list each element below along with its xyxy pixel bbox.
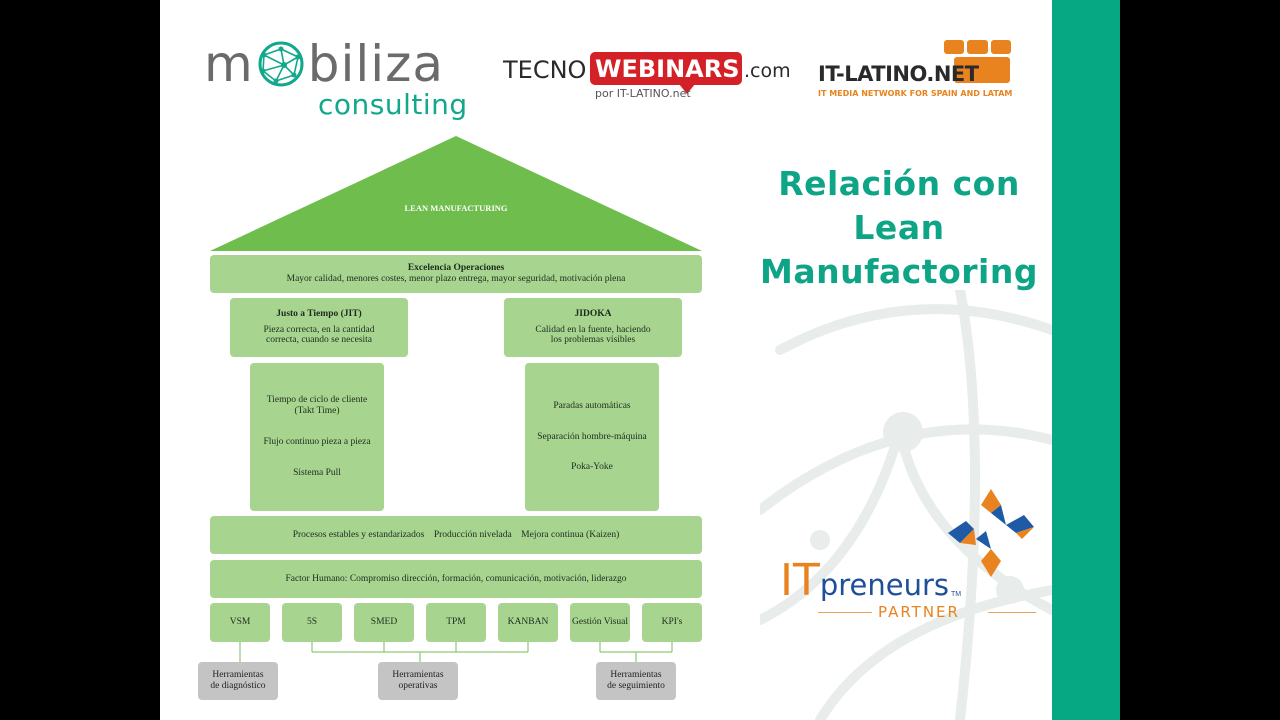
jidoka-line-2: los problemas visibles [550, 335, 636, 346]
webinars-text: WEBINARS [595, 55, 740, 83]
tool-group-diagnostic-line-1: Herramientas [212, 670, 264, 681]
tecno-text: TECNO [503, 56, 587, 84]
slide: m biliza consulting TECNO WEBINARS [160, 0, 1120, 720]
title-line-2: Lean [853, 208, 945, 247]
brand-green-sidebar [1052, 0, 1120, 720]
slide-title: Relación con Lean Manufactoring [758, 162, 1040, 294]
globe-icon [254, 40, 308, 87]
tool-kanban: KANBAN [498, 603, 558, 642]
jit-title: Justo a Tiempo (JIT) [276, 308, 362, 319]
title-line-3: Manufactoring [760, 252, 1038, 291]
jidoka-pillar: Paradas automáticas Separación hombre-má… [525, 363, 659, 511]
jidoka-box: JIDOKA Calidad en la fuente, haciendo lo… [504, 298, 682, 357]
man-machine-separation: Separación hombre-máquina [537, 431, 647, 442]
itlatino-name: IT-LATINO.NET [818, 62, 979, 86]
tool-group-operational: Herramientas operativas [378, 662, 458, 700]
excellence-title: Excelencia Operaciones [407, 263, 505, 274]
tool-group-diagnostic: Herramientas de diagnóstico [198, 662, 278, 700]
itlatino-tagline: IT MEDIA NETWORK FOR SPAIN AND LATAM [818, 89, 1013, 98]
lean-house-roof [210, 136, 702, 251]
foundation-human-factor: Factor Humano: Compromiso dirección, for… [210, 560, 702, 598]
tool-group-monitoring: Herramientas de seguimiento [596, 662, 676, 700]
itpreneurs-it: IT [780, 555, 820, 606]
compass-star-icon [948, 489, 1034, 577]
automatic-stops: Paradas automáticas [553, 400, 631, 411]
itpreneurs-partner: PARTNER [878, 603, 960, 621]
tool-kpis: KPI's [642, 603, 702, 642]
excellence-text: Mayor calidad, menores costes, menor pla… [286, 274, 626, 284]
itlatino-logo: IT-LATINO.NET IT MEDIA NETWORK FOR SPAIN… [816, 40, 1016, 102]
pull-system: Sistema Pull [293, 467, 341, 478]
roof-label: LEAN MANUFACTURING [404, 203, 508, 213]
jit-pillar: Tiempo de ciclo de cliente (Takt Time) F… [250, 363, 384, 511]
jit-box: Justo a Tiempo (JIT) Pieza correcta, en … [230, 298, 408, 357]
itpreneurs-preneurs: preneurs [819, 568, 950, 602]
mobiliza-consulting: consulting [318, 88, 468, 121]
network-background-graphic [760, 290, 1052, 720]
tool-group-monitoring-line-2: de seguimiento [607, 681, 665, 691]
takt-time-line-1: Tiempo de ciclo de cliente [266, 395, 368, 406]
mobiliza-rest: biliza [307, 35, 445, 93]
speech-tail [679, 84, 695, 94]
jidoka-line-1: Calidad en la fuente, haciendo [535, 324, 651, 335]
jit-line-2: correcta, cuando se necesita [265, 335, 373, 346]
tool-smed: SMED [354, 603, 414, 642]
tool-group-diagnostic-line-2: de diagnóstico [210, 681, 266, 691]
por-itlatino-text: por IT-LATINO.net [595, 87, 691, 100]
tool-group-monitoring-line-1: Herramientas [610, 670, 662, 681]
tool-visual-management: Gestión Visual [570, 603, 630, 642]
jit-line-1: Pieza correcta, en la cantidad [263, 324, 375, 335]
tool-connectors [239, 642, 673, 662]
tecnowebinars-logo: TECNO WEBINARS .com por IT-LATINO.net [503, 52, 793, 102]
title-line-1: Relación con [778, 164, 1020, 203]
partner-line-right [988, 612, 1036, 613]
tool-vsm: VSM [210, 603, 270, 642]
foundation-processes-text: Procesos estables y estandarizados Produ… [292, 529, 620, 540]
poka-yoke: Poka-Yoke [571, 462, 613, 473]
com-text: .com [744, 60, 791, 82]
tool-group-operational-line-1: Herramientas [392, 670, 444, 681]
partner-line-left [818, 612, 872, 613]
mobiliza-m: m [204, 35, 254, 93]
tool-tpm: TPM [426, 603, 486, 642]
tool-group-operational-line-2: operativas [398, 681, 438, 691]
mobiliza-logo: m biliza consulting [204, 30, 467, 125]
takt-time-line-2: (Takt Time) [294, 406, 340, 417]
foundation-processes: Procesos estables y estandarizados Produ… [210, 516, 702, 554]
itlatino-bricks-icon [944, 40, 1014, 83]
itpreneurs-tm: TM [951, 591, 962, 598]
continuous-flow: Flujo continuo pieza a pieza [263, 437, 371, 447]
foundation-human-text: Factor Humano: Compromiso dirección, for… [285, 573, 627, 584]
excellence-box: Excelencia Operaciones Mayor calidad, me… [210, 255, 702, 293]
tool-5s: 5S [282, 603, 342, 642]
jidoka-title: JIDOKA [574, 308, 612, 319]
webinars-badge [590, 52, 742, 85]
